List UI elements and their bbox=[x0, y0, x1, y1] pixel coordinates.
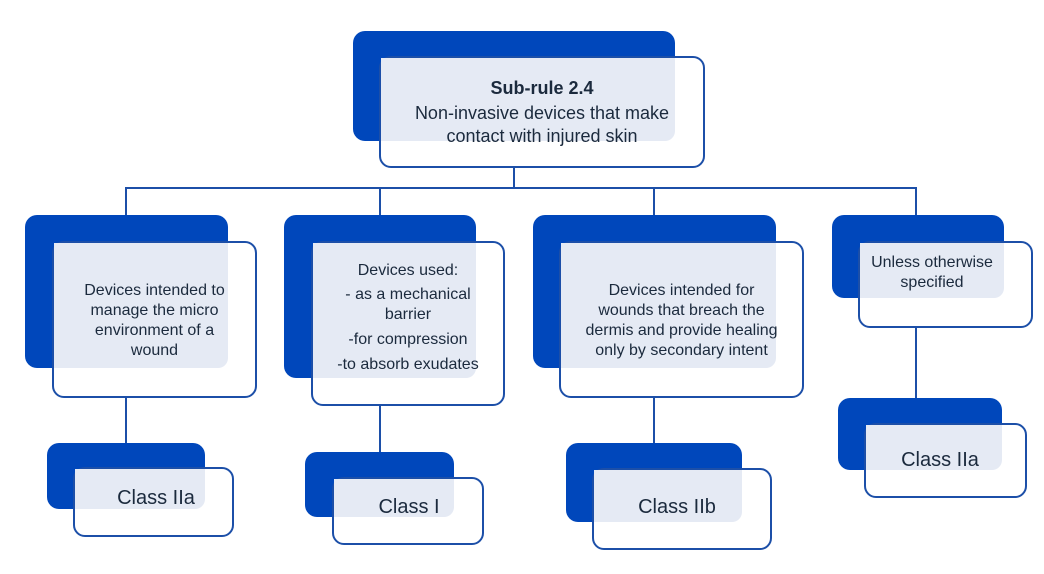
horizontal-branch-connector bbox=[125, 187, 917, 189]
branch-1-condition-text: Devices intended to manage the micro env… bbox=[52, 246, 257, 396]
root-subtitle-line: contact with injured skin bbox=[446, 126, 638, 146]
branch-1-result-connector bbox=[125, 396, 127, 444]
condition-line: -for compression bbox=[348, 331, 468, 348]
branch-3-result-overlap bbox=[594, 470, 742, 522]
branch-2-connector bbox=[379, 187, 381, 215]
branch-4-connector bbox=[915, 187, 917, 215]
condition-line: dermis and provide healing bbox=[585, 322, 778, 339]
branch-2-condition-text: Devices used: - as a mechanical barrier … bbox=[311, 248, 505, 388]
condition-line: Unless otherwise bbox=[871, 253, 993, 271]
branch-4-result-overlap bbox=[866, 425, 1002, 470]
condition-line: only by secondary intent bbox=[595, 342, 768, 359]
root-node-overlap bbox=[381, 58, 675, 141]
branch-1-result-overlap bbox=[75, 469, 205, 509]
root-node-text: Sub-rule 2.4 Non-invasive devices that m… bbox=[379, 56, 705, 168]
branch-2-result-overlap bbox=[334, 479, 454, 517]
condition-line: Devices used: bbox=[357, 262, 459, 279]
branch-4-condition-overlap bbox=[860, 243, 1004, 298]
condition-line: specified bbox=[900, 273, 964, 291]
root-title: Sub-rule 2.4 bbox=[490, 78, 594, 98]
branch-1-condition-overlap bbox=[54, 243, 228, 368]
branch-2-result-label: Class I bbox=[378, 496, 440, 518]
branch-1-result-label: Class IIa bbox=[117, 487, 195, 509]
condition-line: Devices intended to bbox=[84, 282, 225, 299]
branch-4-result-label: Class IIa bbox=[901, 449, 979, 471]
condition-line: - as a mechanical bbox=[345, 286, 471, 303]
condition-line: wound bbox=[130, 342, 179, 359]
branch-3-condition-text: Devices intended for wounds that breach … bbox=[559, 246, 804, 396]
branch-4-condition-text: Unless otherwise specified bbox=[860, 250, 1004, 295]
branch-4-result-connector bbox=[915, 326, 917, 399]
condition-line: Devices intended for bbox=[608, 282, 755, 299]
branch-3-connector bbox=[653, 187, 655, 215]
condition-line: barrier bbox=[384, 306, 432, 323]
branch-2-result-connector bbox=[379, 404, 381, 453]
condition-line: environment of a bbox=[94, 322, 215, 339]
branch-3-result-label: Class IIb bbox=[638, 496, 716, 518]
root-trunk-connector bbox=[513, 167, 515, 189]
branch-2-condition-overlap bbox=[313, 243, 476, 378]
condition-line: manage the micro bbox=[90, 302, 219, 319]
condition-line: wounds that breach the bbox=[598, 302, 765, 319]
branch-1-connector bbox=[125, 187, 127, 215]
root-subtitle-line: Non-invasive devices that make bbox=[414, 103, 670, 123]
branch-3-condition-overlap bbox=[561, 243, 776, 368]
branch-3-result-connector bbox=[653, 396, 655, 444]
condition-line: -to absorb exudates bbox=[337, 356, 479, 373]
